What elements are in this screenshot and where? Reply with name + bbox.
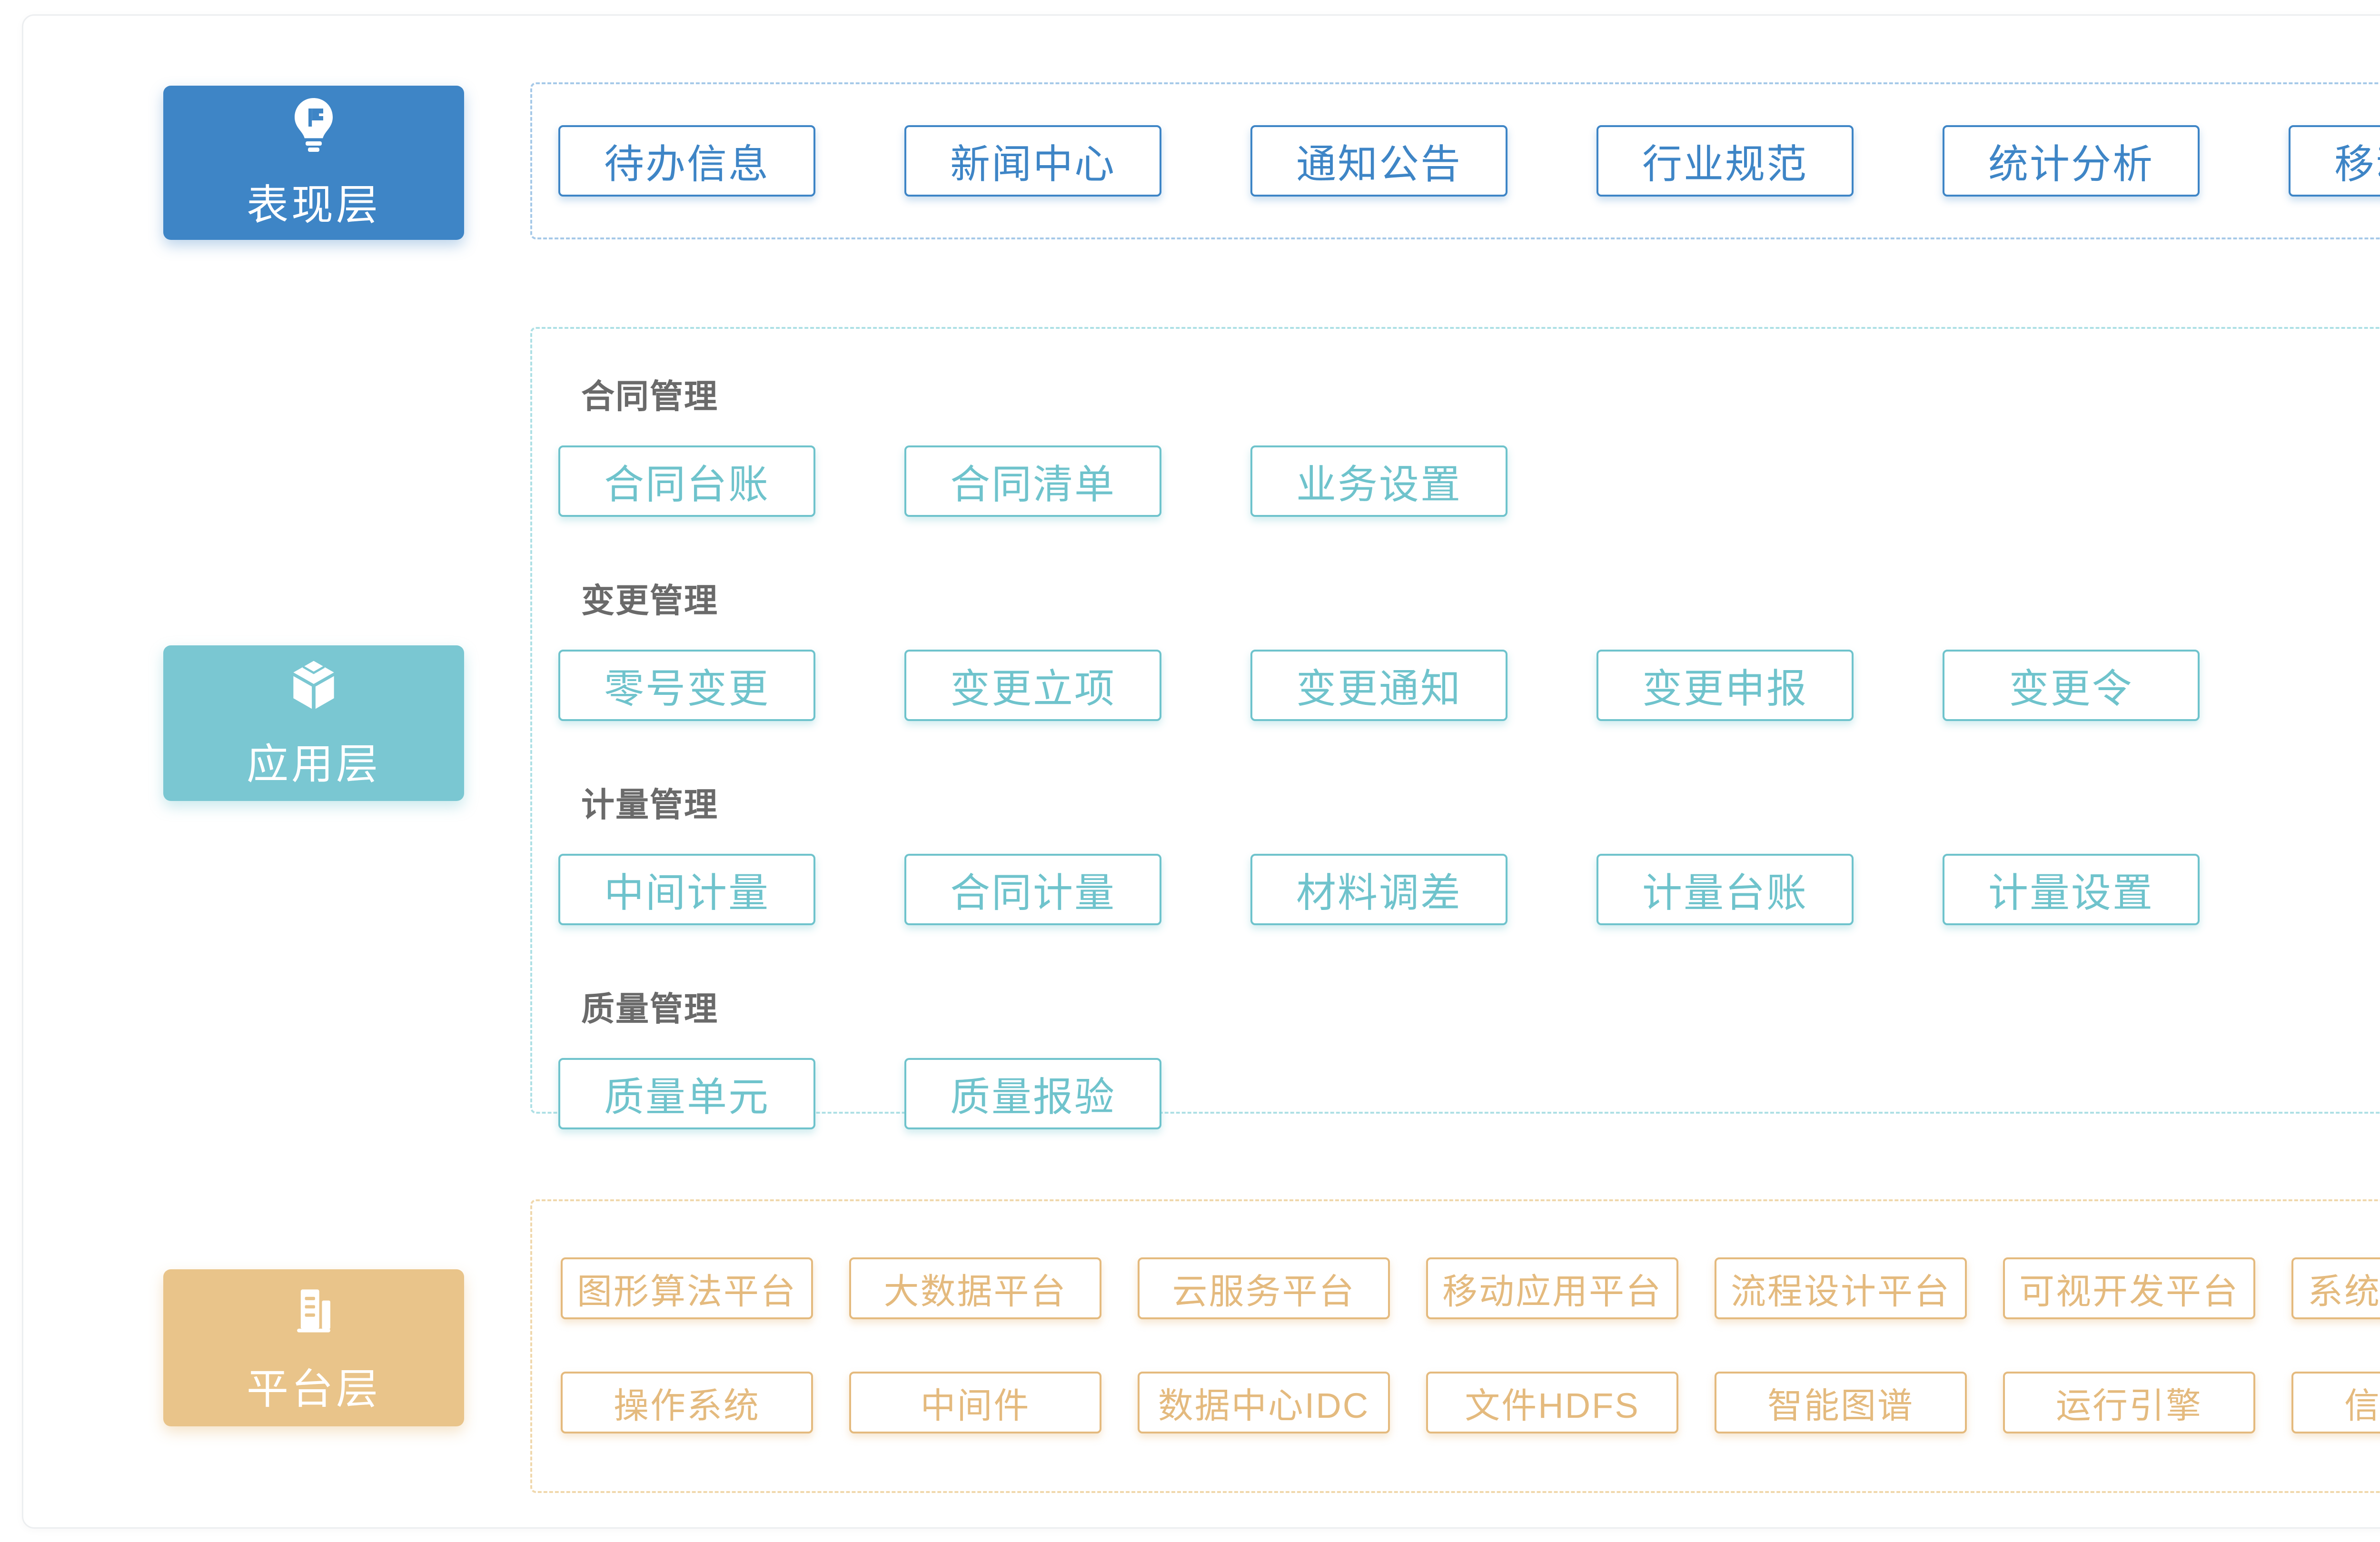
platform-item: 图形算法平台 xyxy=(561,1257,813,1319)
presentation-item: 通知公告 xyxy=(1250,125,1507,197)
platform-item: 智能图谱 xyxy=(1715,1372,1967,1433)
diagram-card: 表现层 待办信息 新闻中心 通知公告 行业规范 统计分析 移动应用 应用层 xyxy=(22,14,2380,1529)
buildings-icon xyxy=(284,1280,343,1339)
application-item: 变更通知 xyxy=(1250,650,1507,721)
application-layer-box: 应用层 xyxy=(163,645,464,801)
platform-row-1: 图形算法平台 大数据平台 云服务平台 移动应用平台 流程设计平台 可视开发平台 … xyxy=(561,1257,2380,1319)
platform-panel: 图形算法平台 大数据平台 云服务平台 移动应用平台 流程设计平台 可视开发平台 … xyxy=(530,1199,2380,1493)
presentation-layer-label: 表现层 xyxy=(246,181,381,228)
platform-item: 操作系统 xyxy=(561,1372,813,1433)
application-item: 变更申报 xyxy=(1597,650,1854,721)
presentation-item: 移动应用 xyxy=(2289,125,2380,197)
platform-item: 运行引擎 xyxy=(2003,1372,2255,1433)
presentation-item: 新闻中心 xyxy=(904,125,1161,197)
application-item: 计量设置 xyxy=(1943,854,2200,925)
platform-row-2: 操作系统 中间件 数据中心IDC 文件HDFS 智能图谱 运行引擎 信息安全 xyxy=(561,1372,2380,1433)
application-item: 材料调差 xyxy=(1250,854,1507,925)
platform-item: 移动应用平台 xyxy=(1426,1257,1678,1319)
application-item: 合同计量 xyxy=(904,854,1161,925)
change-group-row: 零号变更 变更立项 变更通知 变更申报 变更令 xyxy=(558,650,2380,721)
platform-item: 流程设计平台 xyxy=(1715,1257,1967,1319)
lightbulb-icon xyxy=(282,94,345,155)
application-item: 业务设置 xyxy=(1250,445,1507,517)
application-item: 中间计量 xyxy=(558,854,815,925)
presentation-item: 待办信息 xyxy=(558,125,815,197)
application-item: 变更立项 xyxy=(904,650,1161,721)
quality-group-row: 质量单元 质量报验 xyxy=(558,1058,2380,1129)
application-item: 合同台账 xyxy=(558,445,815,517)
application-panel: 合同管理 合同台账 合同清单 业务设置 变更管理 零号变更 变更立项 变更通知 … xyxy=(530,327,2380,1129)
platform-item: 数据中心IDC xyxy=(1138,1372,1390,1433)
platform-item: 信息安全 xyxy=(2291,1372,2380,1433)
presentation-item: 统计分析 xyxy=(1943,125,2200,197)
platform-item: 云服务平台 xyxy=(1138,1257,1390,1319)
group-title-measurement: 计量管理 xyxy=(581,786,718,823)
presentation-panel: 待办信息 新闻中心 通知公告 行业规范 统计分析 移动应用 xyxy=(530,82,2380,239)
presentation-item: 行业规范 xyxy=(1597,125,1854,197)
platform-item: 文件HDFS xyxy=(1426,1372,1678,1433)
platform-layer-label: 平台层 xyxy=(246,1365,381,1413)
application-item: 质量单元 xyxy=(558,1058,815,1129)
platform-item: 大数据平台 xyxy=(849,1257,1101,1319)
measurement-group-row: 中间计量 合同计量 材料调差 计量台账 计量设置 xyxy=(558,854,2380,925)
application-item: 质量报验 xyxy=(904,1058,1161,1129)
platform-layer-box: 平台层 xyxy=(163,1269,464,1426)
application-item: 计量台账 xyxy=(1597,854,1854,925)
application-layer-label: 应用层 xyxy=(246,741,381,788)
application-item: 变更令 xyxy=(1943,650,2200,721)
application-item: 零号变更 xyxy=(558,650,815,721)
platform-item: 可视开发平台 xyxy=(2003,1257,2255,1319)
platform-item: 中间件 xyxy=(849,1372,1101,1433)
platform-item: 系统集成平台 xyxy=(2291,1257,2380,1319)
group-title-contract: 合同管理 xyxy=(581,378,718,415)
group-title-quality: 质量管理 xyxy=(581,990,718,1028)
presentation-layer-box: 表现层 xyxy=(163,86,464,240)
cube-icon xyxy=(284,655,343,714)
group-title-change: 变更管理 xyxy=(581,582,718,619)
contract-group-row: 合同台账 合同清单 业务设置 xyxy=(558,445,2380,517)
application-item: 合同清单 xyxy=(904,445,1161,517)
